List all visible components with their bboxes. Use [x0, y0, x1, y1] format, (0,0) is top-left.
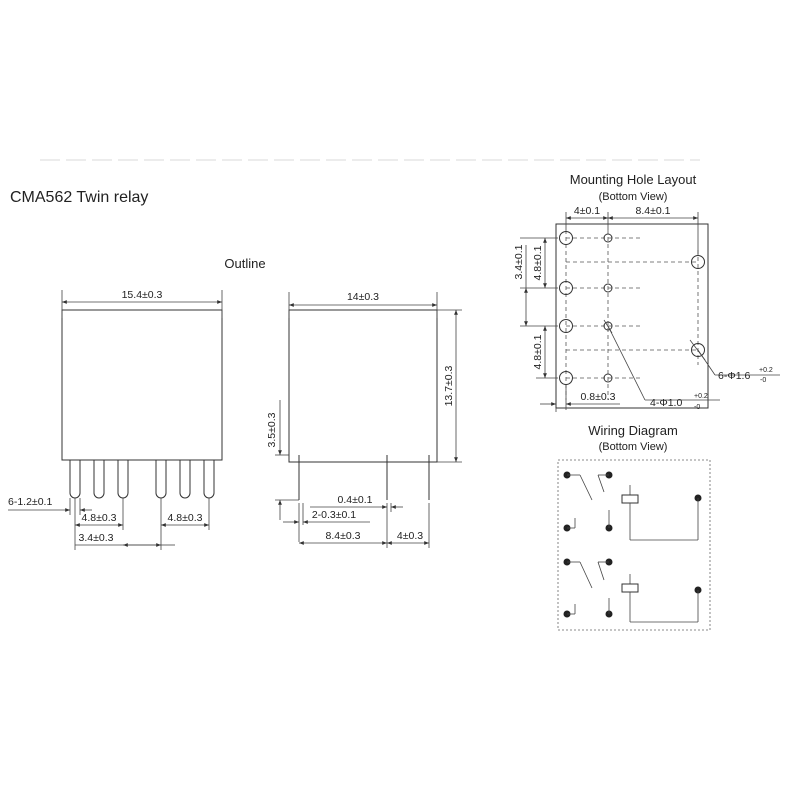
mounting-hole-large — [559, 371, 573, 385]
wiring-title: Wiring Diagram — [588, 423, 678, 438]
mounting-hole-small — [603, 233, 613, 243]
switch-arm — [597, 561, 605, 581]
front-center-gap-label: 3.4±0.3 — [79, 532, 114, 544]
large-hole-label: 6-Φ1.6 — [718, 370, 750, 382]
mounting-left-inner-top-label: 4.8±0.1 — [532, 245, 544, 280]
front-pitch-right-label: 4.8±0.3 — [168, 512, 203, 524]
front-pitch-left-label: 4.8±0.3 — [82, 512, 117, 524]
mounting-hole-layout: Mounting Hole Layout (Bottom View) 4±0.1 — [513, 172, 780, 412]
side-pin-thickness-label: 0.4±0.1 — [338, 494, 373, 506]
wiring-diagram: Wiring Diagram (Bottom View) — [557, 423, 711, 631]
wiring-view-label: (Bottom View) — [599, 441, 668, 453]
side-pin-length-label: 3.5±0.3 — [266, 412, 278, 447]
drawing-title: CMA562 Twin relay — [10, 189, 148, 206]
front-body — [61, 309, 223, 461]
mounting-hole-small — [603, 283, 613, 293]
mounting-bottom-label: 0.8±0.3 — [581, 391, 616, 403]
mounting-view-label: (Bottom View) — [599, 191, 668, 203]
relay-coil — [621, 583, 639, 593]
front-pin — [179, 460, 191, 499]
small-hole-tol-down: -0 — [694, 404, 700, 411]
mounting-hole-large — [691, 255, 705, 269]
mounting-left-inner-bottom-label: 4.8±0.1 — [532, 334, 544, 369]
side-view: 14±0.3 13.7±0.3 3.5±0.3 0.4±0.1 2-0.3±0.… — [266, 291, 462, 548]
side-body — [288, 309, 438, 463]
small-hole-label: 4-Φ1.0 — [650, 397, 682, 409]
mounting-hole-small — [603, 321, 613, 331]
side-width-label: 14±0.3 — [347, 291, 379, 303]
mounting-top-right-label: 8.4±0.1 — [636, 205, 671, 217]
outline-label: Outline — [224, 256, 265, 271]
mounting-top-left-label: 4±0.1 — [574, 205, 600, 217]
mounting-hole-small — [603, 373, 613, 383]
front-view: 15.4±0.3 6-1.2±0.1 4.8±0.3 4.8±0.3 3.4±0… — [8, 289, 223, 550]
large-hole-tol-down: -0 — [760, 377, 766, 384]
front-pin — [69, 460, 81, 499]
side-height-label: 13.7±0.3 — [443, 365, 455, 406]
relay-circuit-2 — [563, 558, 702, 623]
mounting-hole-large — [559, 319, 573, 333]
large-hole-tol-up: +0.2 — [759, 367, 773, 374]
mounting-hole-large — [559, 231, 573, 245]
front-pin — [93, 460, 105, 499]
mounting-hole-large — [559, 281, 573, 295]
small-hole-leader — [607, 325, 646, 401]
front-pin — [203, 460, 215, 499]
large-hole-leader — [697, 349, 716, 376]
small-hole-tol-up: +0.2 — [694, 393, 708, 400]
side-pin-offset-label: 4±0.3 — [397, 530, 423, 542]
relay-circuit-1 — [563, 471, 702, 541]
switch-arm — [597, 474, 605, 493]
switch-arm — [579, 561, 593, 589]
front-width-label: 15.4±0.3 — [122, 289, 163, 301]
mounting-title: Mounting Hole Layout — [570, 172, 697, 187]
side-pin-width-label: 2-0.3±0.1 — [312, 509, 356, 521]
mounting-hole-large — [691, 343, 705, 357]
wiring-outline — [557, 459, 711, 631]
relay-coil — [621, 494, 639, 504]
front-pin — [155, 460, 167, 499]
mounting-outline — [555, 223, 709, 409]
switch-arm — [579, 474, 593, 501]
front-pin — [117, 460, 129, 499]
side-pin-spacing-label: 8.4±0.3 — [326, 530, 361, 542]
front-pin-size-label: 6-1.2±0.1 — [8, 496, 52, 508]
mounting-left-outer-label: 3.4±0.1 — [513, 244, 525, 279]
